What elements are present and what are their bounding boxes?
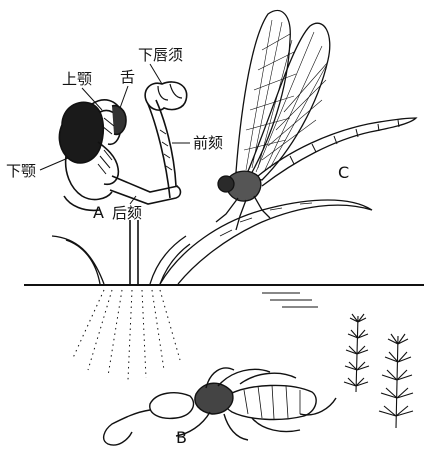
dragonfly-head: [218, 176, 234, 192]
label-fig-a: A: [93, 203, 104, 222]
label-lower-jaw: 下颚: [6, 162, 36, 180]
reed-leaf: [160, 200, 372, 284]
nymph-head: [150, 393, 194, 419]
tongue-part: [112, 106, 126, 135]
larva-head-figure: [59, 82, 186, 210]
labial-palp: [145, 82, 187, 110]
aquatic-plant-left: [344, 314, 369, 392]
nymph-figure: [104, 368, 336, 445]
aquatic-plant-right: [379, 334, 413, 428]
label-front-jaw: 前颏: [193, 134, 223, 152]
water-scene: [24, 220, 424, 380]
label-upper-jaw: 上颚: [62, 70, 92, 88]
hindwing: [246, 23, 330, 180]
nymph-mask: [104, 410, 150, 445]
label-lower-lip-palp: 下唇须: [138, 46, 183, 64]
postmentum: [110, 176, 181, 204]
nymph-abdomen-hatch: [244, 385, 300, 419]
prementum: [148, 100, 176, 198]
light-rays: [72, 290, 180, 380]
leaf-hatching: [220, 203, 312, 236]
compound-eye: [59, 102, 103, 163]
label-rear-jaw: 后颏: [112, 204, 142, 222]
abdomen: [258, 118, 416, 186]
reed-stem-post: [130, 220, 138, 284]
water-ripples: [262, 293, 318, 307]
forewing: [236, 10, 290, 176]
nymph-thorax: [195, 383, 233, 414]
palp-hooks: [158, 84, 182, 100]
label-tongue: 舌: [120, 68, 135, 86]
label-fig-b: B: [176, 428, 187, 447]
aquatic-plants: [344, 314, 413, 428]
reed-stem-left: [52, 236, 104, 284]
label-fig-c: C: [338, 163, 349, 182]
